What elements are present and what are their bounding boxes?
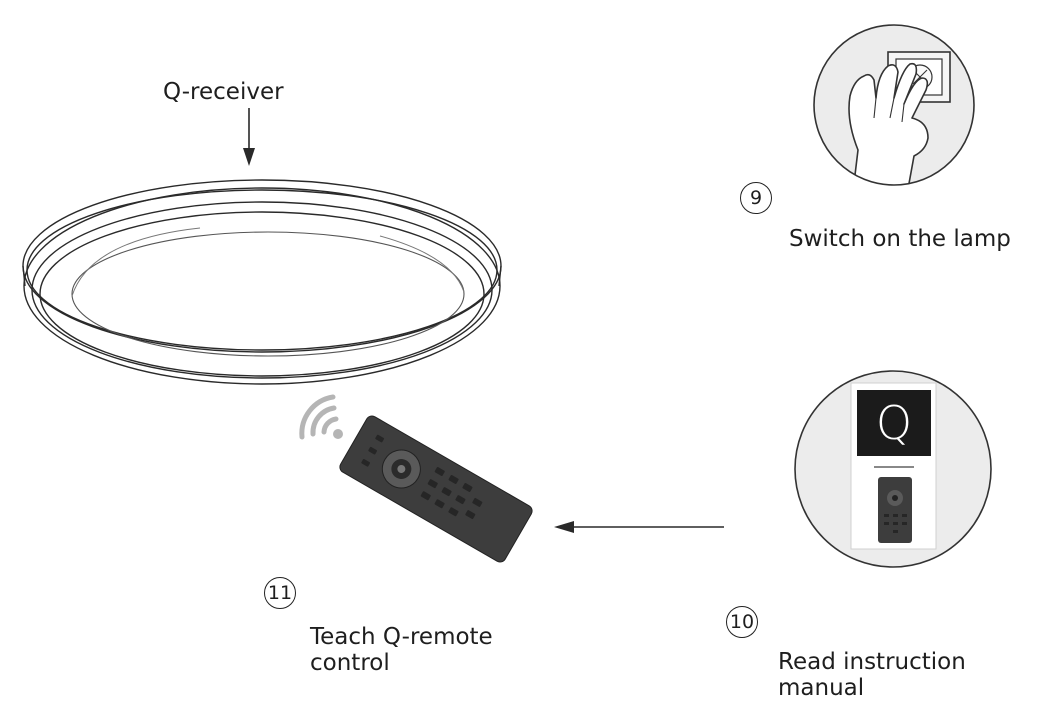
step-10-label-line-2: manual: [778, 675, 865, 701]
step-11-label-line-2: control: [310, 650, 390, 676]
receiver-label: Q-receiver: [163, 79, 284, 105]
step-11-label-line-1: Teach Q-remote: [310, 624, 493, 650]
manual-icon: [794, 370, 992, 568]
step-10-label-line-1: Read instruction: [778, 649, 966, 675]
ceiling-lamp: [22, 179, 502, 385]
step-number-9: 9: [740, 182, 772, 214]
hand-switch-icon: [813, 24, 975, 186]
manual-brand-letter: Q: [875, 396, 913, 450]
left-arrow-icon: [554, 521, 724, 533]
step-9-label: Switch on the lamp: [789, 226, 1011, 252]
down-arrow-icon: [243, 108, 255, 166]
step-number-11: 11: [264, 577, 296, 609]
step-number-10: 10: [726, 606, 758, 638]
remote-control: [339, 415, 533, 563]
wifi-signal-icon: [299, 394, 343, 440]
